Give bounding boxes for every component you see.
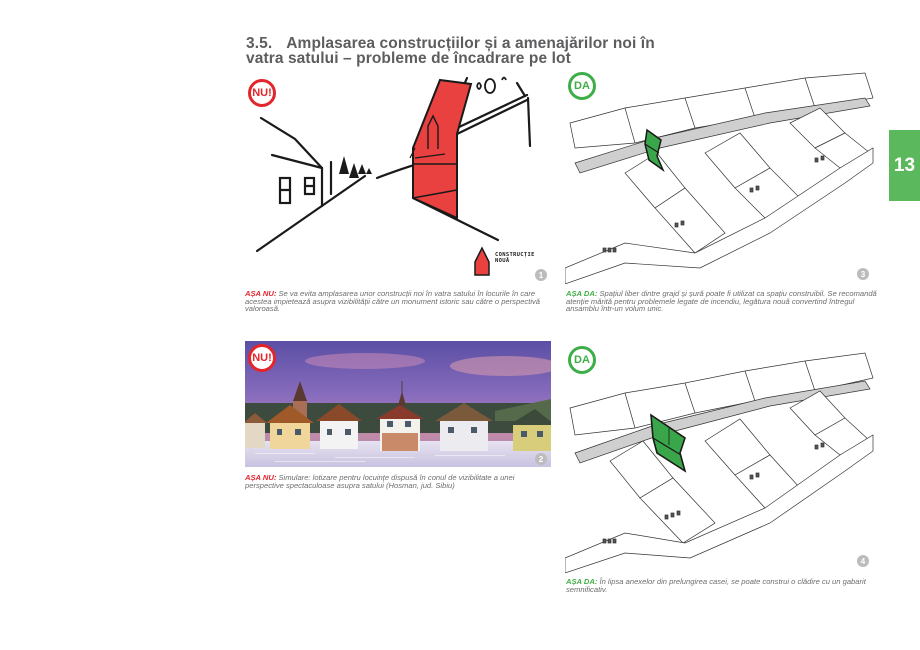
caption-text: Simulare: lotizare pentru locuințe dispu… bbox=[245, 473, 515, 490]
village-simulation-photo bbox=[245, 341, 551, 467]
figure-3-caption: AȘA DA: Spațiul liber dintre grajd și șu… bbox=[566, 290, 878, 313]
page-title: 3.5. Amplasarea construcțiilor și a amena… bbox=[246, 35, 666, 67]
section-number: 3.5. bbox=[246, 35, 273, 52]
nu-badge: NU! bbox=[248, 79, 276, 107]
figure-3-axonometric: DA 3 bbox=[565, 68, 877, 284]
figure-4-axonometric: DA 4 bbox=[565, 343, 877, 573]
figure-4-caption: AȘA DA: În lipsa anexelor din prelungire… bbox=[566, 578, 878, 593]
da-badge: DA bbox=[568, 72, 596, 100]
caption-lead: AȘA NU: bbox=[245, 473, 277, 482]
caption-lead: AȘA NU: bbox=[245, 289, 277, 298]
chapter-number: 13 bbox=[893, 154, 916, 176]
village-street-axonometric bbox=[565, 352, 874, 573]
caption-lead: AȘA DA: bbox=[566, 289, 598, 298]
village-street-axonometric bbox=[565, 72, 874, 284]
caption-text: Spațiul liber dintre grajd și șură poate… bbox=[566, 289, 877, 314]
caption-text: În lipsa anexelor din prelungirea casei,… bbox=[566, 577, 866, 594]
street-sketch-illustration bbox=[255, 76, 532, 276]
figure-1-sketch: NU! CONSTRUCȚIE NOUĂ 1 bbox=[245, 76, 553, 284]
figure-number: 4 bbox=[857, 555, 869, 567]
nu-badge: NU! bbox=[248, 344, 276, 372]
figure-number: 1 bbox=[535, 269, 547, 281]
caption-lead: AȘA DA: bbox=[566, 577, 598, 586]
chapter-tab[interactable]: 13 bbox=[889, 130, 920, 201]
figure-number: 3 bbox=[857, 268, 869, 280]
title-line-1: Amplasarea construcțiilor și a amenajări… bbox=[286, 35, 655, 52]
figure-1-caption: AȘA NU: Se va evita amplasarea unor cons… bbox=[245, 290, 557, 313]
title-line-2: vatra satului – probleme de încadrare pe… bbox=[246, 50, 571, 67]
da-badge: DA bbox=[568, 346, 596, 374]
figure-2-caption: AȘA NU: Simulare: lotizare pentru locuin… bbox=[245, 474, 545, 489]
figure-2-photo: NU! 2 bbox=[245, 341, 551, 467]
caption-text: Se va evita amplasarea unor construcții … bbox=[245, 289, 541, 314]
figure-number: 2 bbox=[535, 453, 547, 465]
new-construction-legend-icon bbox=[474, 246, 490, 276]
legend-label: CONSTRUCȚIE NOUĂ bbox=[495, 252, 535, 264]
